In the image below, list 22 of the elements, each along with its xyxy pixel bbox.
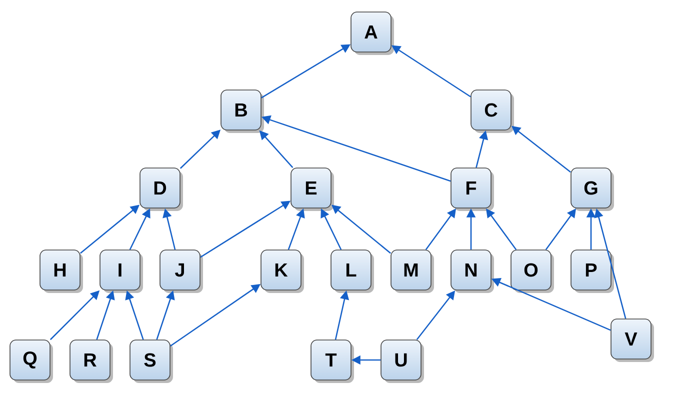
letter-box: M: [390, 250, 434, 293]
letter-box: E: [290, 168, 334, 211]
letter-box: T: [310, 340, 354, 383]
letter-box: Q: [10, 340, 53, 383]
letter-box: D: [140, 168, 183, 211]
letter-box: J: [160, 250, 203, 293]
letter-box: F: [450, 168, 494, 211]
letter-box: G: [570, 168, 614, 211]
letter-box: N: [450, 250, 494, 293]
letter-box: L: [330, 250, 374, 293]
letter-box: I: [100, 250, 143, 293]
letter-box: V: [610, 318, 654, 362]
letter-box: C: [470, 90, 514, 133]
letter-box: A: [350, 12, 394, 55]
letter-box: B: [220, 90, 264, 133]
letter-box: O: [510, 250, 554, 293]
letter-box: U: [380, 340, 424, 383]
letter-box: S: [130, 340, 173, 383]
letter-box: H: [40, 250, 83, 293]
letter-box: R: [70, 340, 113, 383]
letter-box: K: [260, 250, 304, 293]
letter-box: P: [570, 250, 614, 293]
